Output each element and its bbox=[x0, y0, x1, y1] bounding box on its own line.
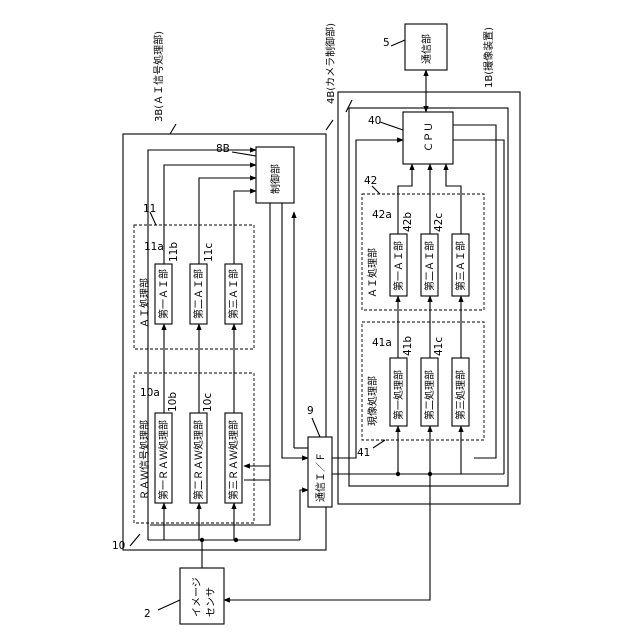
ref-2: 2 bbox=[144, 608, 151, 620]
label-dev2: 第二処理部 bbox=[423, 370, 436, 420]
ref-42a: 42a bbox=[372, 209, 392, 221]
connector-lines-left bbox=[148, 150, 308, 568]
ref-8B: 8B bbox=[216, 143, 230, 155]
ref-42c: 42c bbox=[433, 213, 445, 232]
ref-41c: 41c bbox=[433, 337, 445, 356]
label-ai3: 第三ＡＩ部 bbox=[227, 269, 240, 319]
ref-9: 9 bbox=[307, 405, 314, 417]
ref-11: 11 bbox=[143, 203, 156, 215]
ref-10b: 10b bbox=[167, 392, 179, 412]
label-raw2: 第二ＲＡＷ処理部 bbox=[192, 420, 205, 500]
label-control-unit: 制御部 bbox=[269, 164, 282, 194]
label-raw-processing: ＲＡＷ信号処理部 bbox=[138, 420, 151, 500]
label-comm-if: 通信Ｉ／Ｆ bbox=[315, 452, 327, 502]
label-cai3: 第三ＡＩ部 bbox=[454, 241, 467, 291]
ref-10c: 10c bbox=[202, 393, 214, 412]
ref-11c: 11c bbox=[203, 243, 215, 262]
label-raw3: 第三ＲＡＷ処理部 bbox=[227, 420, 240, 500]
label-ai-signal-unit: 3B(ＡＩ信号処理部) bbox=[152, 31, 165, 122]
ref-42b: 42b bbox=[402, 212, 414, 232]
ref-11b: 11b bbox=[168, 242, 180, 262]
label-cai1: 第一ＡＩ部 bbox=[392, 241, 405, 291]
label-camera-control: 4B(カメラ制御部) bbox=[324, 23, 337, 104]
label-cpu: ＣＰＵ bbox=[424, 122, 435, 152]
ref-41: 41 bbox=[357, 447, 370, 459]
label-image-sensor-2: センサ bbox=[205, 587, 217, 617]
label-comm-unit: 通信部 bbox=[420, 34, 433, 64]
ref-41a: 41a bbox=[372, 337, 392, 349]
label-image-sensor-1: イメージ bbox=[192, 577, 203, 617]
label-ai2: 第二ＡＩ部 bbox=[192, 269, 205, 319]
label-develop-processing: 現像処理部 bbox=[366, 376, 379, 426]
label-ai-42: ＡＩ処理部 bbox=[366, 248, 379, 298]
ref-5: 5 bbox=[383, 37, 390, 49]
ref-10a: 10a bbox=[140, 387, 160, 399]
ref-42: 42 bbox=[364, 175, 377, 187]
label-cai2: 第二ＡＩ部 bbox=[423, 241, 436, 291]
label-ai-processing: ＡＩ処理部 bbox=[138, 278, 151, 328]
ref-11a: 11a bbox=[144, 241, 164, 253]
ref-10: 10 bbox=[112, 540, 125, 552]
label-ai1: 第一ＡＩ部 bbox=[157, 269, 170, 319]
label-dev3: 第三処理部 bbox=[454, 370, 467, 420]
label-raw1: 第一ＲＡＷ処理部 bbox=[157, 420, 170, 500]
label-imaging-device: 1B(撮像装置) bbox=[482, 27, 495, 88]
ref-40: 40 bbox=[368, 115, 381, 127]
label-dev1: 第一処理部 bbox=[392, 370, 405, 420]
ref-41b: 41b bbox=[402, 336, 414, 356]
